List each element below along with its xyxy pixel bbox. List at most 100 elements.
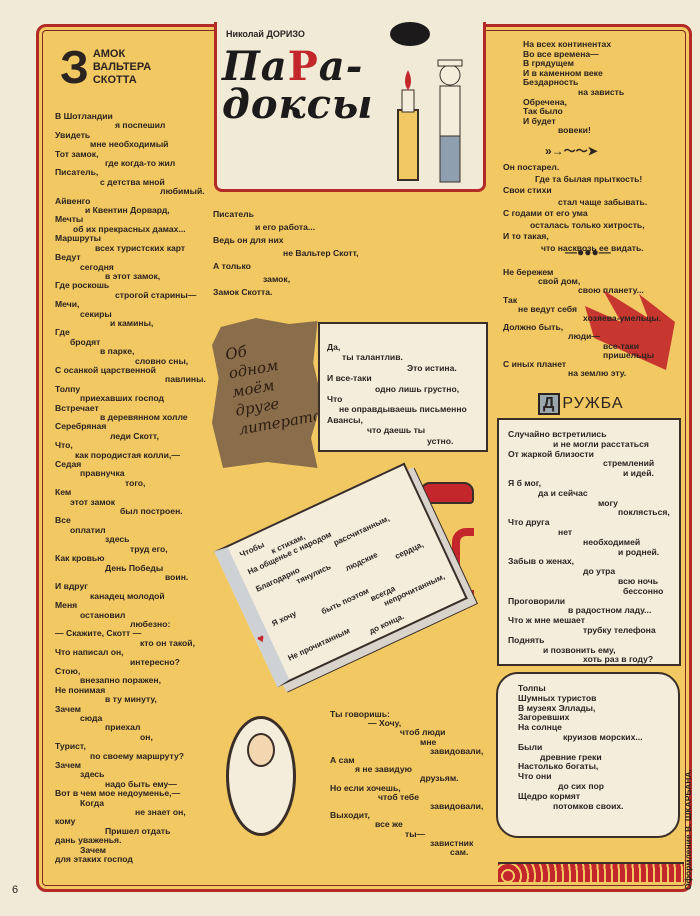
title-rest: РУЖБА [562,395,624,412]
poem-line: Не бережем [503,267,554,277]
page-title: ПаРа- доксы [222,47,374,128]
poem-line: воин. [165,571,189,582]
poem-line: дань уваженья. [55,835,122,846]
poem-line: друзьям. [420,773,459,784]
poem-line: Как кровью [55,553,105,564]
poem-box-druzhba [497,418,681,666]
poem-line: в деревянном холле [100,412,188,422]
poem-line: В Шотландии [55,111,113,121]
poem-line: что даешь ты [367,425,426,436]
poem-line: Увидеть [55,129,91,140]
poem-line: на зависть [578,86,625,97]
poem-line: об их прекрасных дамах... [73,223,186,234]
poem-line: Встречает [55,402,99,413]
poem-line: и камины, [110,317,154,328]
portrait-medallion [226,716,296,836]
poem-line: Писатель, [55,167,99,178]
poem-line: В грядущем [523,58,574,69]
poem-line: Что [327,394,343,405]
poem-line: люди— [568,331,601,342]
poem-line: Настолько богаты, [518,761,599,772]
poem-line: поклясться, [618,507,670,518]
title-part-red: Р [287,43,319,90]
poem-line: В музеях Эллады, [518,702,596,713]
poem-line: любезно: [130,618,171,629]
poem-line: свой дом, [538,276,581,287]
poem-line: потомков своих. [553,800,624,811]
title-part: доксы [222,81,374,128]
poem-line: того, [125,477,146,488]
poem-line: Где та былая прыткость! [535,173,643,184]
poem-line: любимый. [160,186,205,197]
poem-line: по своему маршруту? [90,750,185,761]
poem-cloud-greki [496,672,680,838]
poem-line: И в каменном веке [523,67,603,78]
poem-line: необходимей [583,536,641,547]
poem-line: леди Скотт, [110,430,159,441]
heart-icon: ♥ [254,630,268,647]
title-part: а- [318,43,364,90]
title-line: АМОК [92,47,126,60]
page-number: 6 [12,884,19,896]
poem-line: я не завидую [355,764,412,775]
poem-line: И вдруг [55,581,88,592]
poem-line: Во все времена— [523,48,599,59]
poem-line: бессонно [623,585,664,596]
poem-line: все же [375,819,403,830]
poem-line: до утра [583,566,616,577]
poem-line: не знает он, [135,807,186,818]
poem-line: И то такая, [503,231,549,241]
poem-line: Шумных туристов [518,692,597,703]
poem-line: ты талантлив. [342,352,403,363]
poem-line: Ты говоришь: [330,709,390,719]
poem-line: сегодня [80,261,114,272]
poem-line: Он постарел. [503,162,560,172]
poem-line: кто он такой, [140,637,195,648]
poem-line: трубку телефона [583,624,656,635]
poem-postarel: Он постарел.Где та былая прыткость!Свои … [503,162,647,254]
poem-line: в парке, [100,346,135,357]
poem-line: устно. [427,435,454,446]
poem-line: Седая [55,459,82,470]
poem-line: С годами от его ума [503,208,588,218]
poem-line: внезапно поражен, [80,675,162,686]
dots-divider-icon: —●●●— [565,245,611,259]
poem-line: А только [213,261,251,271]
poem-line: Не понимая [55,684,106,695]
poem-line: труд его, [130,543,168,554]
poem-line: Я б мог, [508,477,541,488]
wave-ornament [498,862,684,882]
poem-line: День Победы [105,562,164,573]
poem-line: здесь [105,534,130,545]
poem-line: всех туристских карт [95,242,186,253]
poem-line: завидовали, [430,801,484,812]
poem-line: Писатель [213,209,254,219]
poem-line: Маршруты [55,233,102,244]
title-line: ВАЛЬТЕРА [92,60,152,73]
poem-line: Что, [55,440,73,451]
poem-line: Зачем [55,703,81,714]
poem-line: всю ночь [618,575,659,586]
poem-line: и не могли расстаться [553,438,649,449]
poem-line: словно сны, [135,355,189,366]
face-icon [247,733,275,767]
poem-line: На солнце [518,722,562,733]
poem-line: приехавших господ [80,393,165,404]
poem-line: интересно? [130,656,180,667]
poem-line: Это истина. [407,362,457,373]
poem-line: и его работа... [255,222,316,232]
telephone-icon [420,482,474,504]
poem-line: — Хочу, [368,718,402,729]
poem-line: мне необходимый [90,139,169,150]
poem-line: Меня [55,600,78,611]
note-plaque: Об одном моём друге литераторе [212,318,322,468]
poem-line: для этаких господ [55,854,133,865]
poem-line: Так было [523,106,563,117]
